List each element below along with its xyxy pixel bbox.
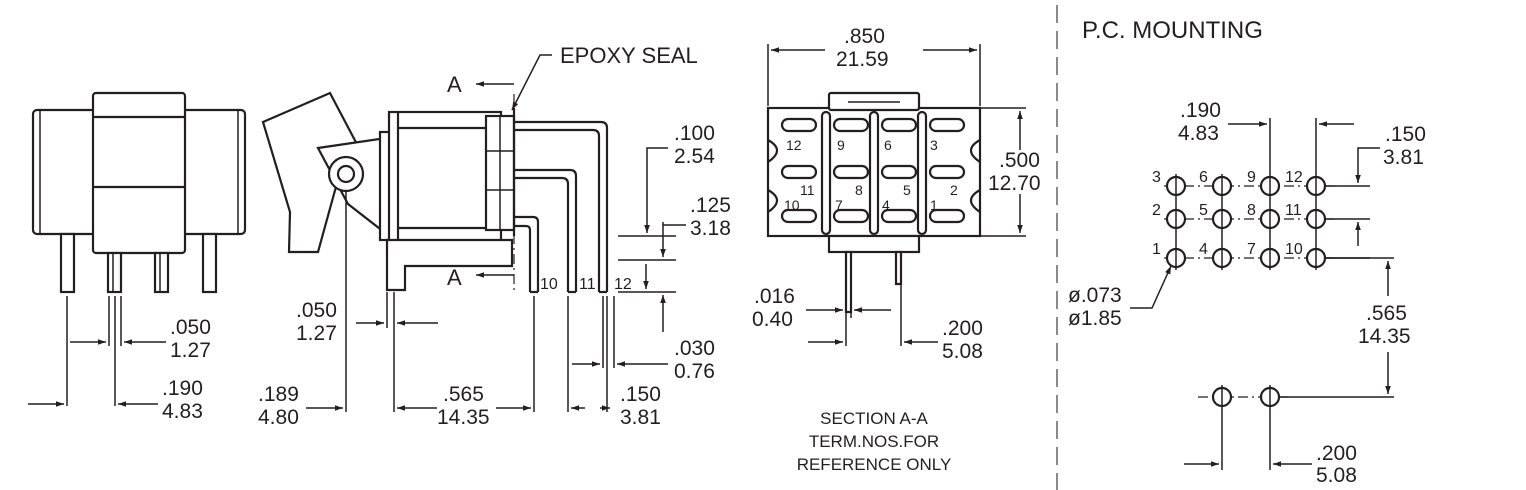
side-terminal-wire xyxy=(514,120,609,292)
section-terminal-number: 5 xyxy=(903,182,911,198)
front-pin xyxy=(153,251,170,294)
section-terminal-number: 10 xyxy=(784,197,800,213)
rocker-actuator xyxy=(261,91,362,254)
dim-pc-dia-mm: ø1.85 xyxy=(1068,307,1122,330)
pc-hole-number: 5 xyxy=(1199,202,1208,219)
dim-pc-190-in: .190 xyxy=(1180,99,1221,122)
dim-side-189-mm: 4.80 xyxy=(258,406,299,429)
section-terminal-number: 1 xyxy=(930,197,938,213)
side-terminal-wire xyxy=(514,168,578,292)
pc-hole-number: 8 xyxy=(1247,202,1256,219)
dim-side-150-mm: 3.81 xyxy=(620,406,661,429)
dim-section-200-in: .200 xyxy=(942,317,983,340)
section-terminal-number: 8 xyxy=(855,182,863,198)
dim-section-200-mm: 5.08 xyxy=(942,340,983,363)
pc-mounting-view: P.C. MOUNTING 3 xyxy=(1068,17,1426,487)
front-view: .050 1.27 .190 4.83 xyxy=(28,91,247,423)
section-note-line: REFERENCE ONLY xyxy=(797,455,952,474)
section-terminal-number: 2 xyxy=(950,182,958,198)
front-pin xyxy=(59,232,76,294)
side-terminal-number: 12 xyxy=(614,276,632,293)
dim-side-050-mm: 1.27 xyxy=(296,322,337,345)
page-title: P.C. MOUNTING xyxy=(1082,17,1263,44)
dim-side-030-mm: 0.76 xyxy=(674,360,715,383)
pc-hole-number: 10 xyxy=(1285,241,1303,258)
dim-pc-150-mm: 3.81 xyxy=(1383,146,1424,169)
dim-front-050-mm: 1.27 xyxy=(170,339,211,362)
pc-hole-number: 7 xyxy=(1247,241,1256,258)
dim-side-125-in: .125 xyxy=(690,194,731,217)
pivot xyxy=(327,155,365,193)
pc-hole-number: 2 xyxy=(1152,202,1161,219)
section-note-line: TERM.NOS.FOR xyxy=(809,432,939,451)
section-terminal-number: 11 xyxy=(800,182,815,198)
pc-hole-number: 4 xyxy=(1199,241,1208,258)
dim-section-850-mm: 21.59 xyxy=(836,48,889,71)
front-pin xyxy=(106,251,123,294)
dim-section-016-mm: 0.40 xyxy=(752,308,793,331)
side-housing xyxy=(387,110,503,250)
dim-pc-565-mm: 14.35 xyxy=(1358,325,1411,348)
dim-pc-150-in: .150 xyxy=(1385,123,1426,146)
front-actuator xyxy=(91,91,187,255)
dim-side-150-in: .150 xyxy=(620,383,661,406)
dim-front-190-mm: 4.83 xyxy=(162,400,203,423)
pc-hole-number: 9 xyxy=(1247,169,1256,186)
side-terminal-wire xyxy=(514,215,540,292)
section-note-line: SECTION A-A xyxy=(820,409,928,428)
pc-hole-number: 3 xyxy=(1152,169,1161,186)
section-terminal-number: 9 xyxy=(837,137,845,153)
dim-side-050-in: .050 xyxy=(296,299,337,322)
section-terminal-number: 12 xyxy=(786,137,802,153)
side-base xyxy=(385,238,514,292)
front-pin xyxy=(201,232,218,294)
side-view: A A EPOXY SEAL 10 11 12 .050 1.27 .189 4… xyxy=(258,43,731,429)
dim-side-189-in: .189 xyxy=(258,383,299,406)
dim-section-850-in: .850 xyxy=(844,25,885,48)
section-mark-top: A xyxy=(447,72,462,97)
dim-side-030-in: .030 xyxy=(674,337,715,360)
section-view: 12 9 6 3 11 8 5 2 10 7 4 1 .850 21.59 .5… xyxy=(752,25,1041,474)
dim-pc-190-mm: 4.83 xyxy=(1178,122,1219,145)
side-terminal-number: 11 xyxy=(579,276,596,293)
dim-side-125-mm: 3.18 xyxy=(690,217,731,240)
dim-section-500-in: .500 xyxy=(999,149,1040,172)
dim-side-565-in: .565 xyxy=(443,383,484,406)
dim-side-565-mm: 14.35 xyxy=(437,406,490,429)
section-mark-bottom: A xyxy=(447,265,462,290)
pc-hole-number: 11 xyxy=(1285,202,1302,219)
section-terminal-number: 7 xyxy=(835,197,843,213)
pc-hole-number: 12 xyxy=(1285,169,1303,186)
epoxy-seal-label: EPOXY SEAL xyxy=(560,43,698,68)
pc-hole-number: 6 xyxy=(1199,169,1208,186)
section-slots xyxy=(780,117,966,224)
dim-front-050-in: .050 xyxy=(170,316,211,339)
dim-front-190-in: .190 xyxy=(162,377,203,400)
dim-section-500-mm: 12.70 xyxy=(988,172,1041,195)
section-terminal-number: 4 xyxy=(882,197,890,213)
pc-hole-number: 1 xyxy=(1152,241,1161,258)
dim-pc-200-mm: 5.08 xyxy=(1316,464,1357,487)
dim-pc-dia-in: ø.073 xyxy=(1068,284,1122,307)
dim-side-100-mm: 2.54 xyxy=(674,145,715,168)
dim-pc-565-in: .565 xyxy=(1366,302,1407,325)
side-terminal-number: 10 xyxy=(540,276,558,293)
dim-pc-200-in: .200 xyxy=(1316,442,1357,465)
section-terminal-number: 6 xyxy=(884,137,892,153)
dim-section-016-in: .016 xyxy=(754,285,795,308)
dim-side-100-in: .100 xyxy=(674,122,715,145)
section-terminal-number: 3 xyxy=(930,137,938,153)
